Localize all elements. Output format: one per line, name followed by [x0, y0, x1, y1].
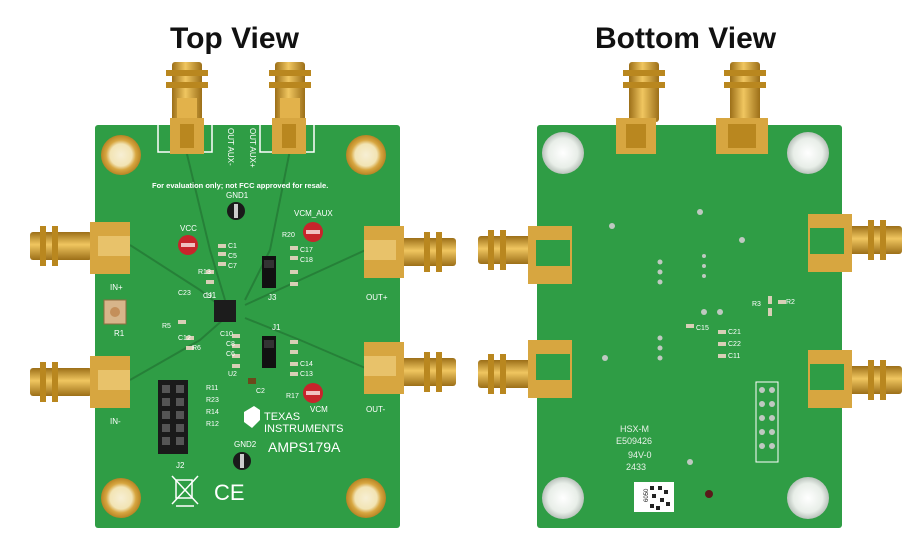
- label-c22: C22: [728, 341, 741, 348]
- bottom-view-title: Bottom View: [595, 22, 777, 55]
- label-out-aux-minus: OUT AUX-: [226, 128, 235, 166]
- label-in-minus: IN-: [110, 417, 121, 426]
- marking-date: 2433: [626, 462, 646, 472]
- bottom-sma-right-upper: [840, 220, 902, 260]
- svg-text:C9: C9: [203, 293, 212, 300]
- mounting-hole-top-left: [101, 135, 141, 175]
- svg-text:R6: R6: [192, 345, 201, 352]
- svg-text:C17: C17: [300, 247, 313, 254]
- label-in-plus: IN+: [110, 283, 123, 292]
- bottom-sma-left-upper: [478, 230, 540, 270]
- ti-logo-line2: INSTRUMENTS: [264, 423, 343, 435]
- top-view-title: Top View: [170, 22, 299, 55]
- sticker-code: 6050: [644, 488, 650, 502]
- svg-text:C8: C8: [226, 341, 235, 348]
- mounting-hole-top-right: [346, 135, 386, 175]
- vcm-test-point: [303, 383, 323, 403]
- svg-text:R23: R23: [206, 397, 219, 404]
- label-gnd1: GND1: [226, 191, 249, 200]
- label-c15: C15: [696, 325, 709, 332]
- u1-chip: [214, 300, 236, 322]
- bottom-sma-left: [623, 62, 665, 122]
- rubber-foot-top-left: [542, 132, 584, 174]
- label-j3: J3: [268, 293, 277, 302]
- label-vcm-aux: VCM_AUX: [294, 209, 333, 218]
- label-vcc: VCC: [180, 224, 197, 233]
- sma-connector-out-plus: [398, 232, 456, 272]
- top-board: OUT AUX- OUT AUX+ For evaluation only; n…: [30, 62, 456, 528]
- board-name: AMPS179A: [268, 439, 341, 455]
- svg-text:R20: R20: [282, 232, 295, 239]
- svg-text:U2: U2: [228, 371, 237, 378]
- svg-text:C10: C10: [220, 331, 233, 338]
- svg-text:C1: C1: [228, 243, 237, 250]
- svg-text:C14: C14: [300, 361, 313, 368]
- bottom-sma-left-lower: [478, 354, 540, 394]
- svg-text:C12: C12: [178, 335, 191, 342]
- label-out-aux-plus: OUT AUX+: [248, 128, 257, 168]
- svg-text:R13: R13: [198, 269, 211, 276]
- vcc-test-point: [178, 235, 198, 255]
- mounting-hole-bottom-left: [101, 478, 141, 518]
- label-j2: J2: [176, 461, 185, 470]
- svg-text:C2: C2: [256, 388, 265, 395]
- svg-text:C23: C23: [178, 290, 191, 297]
- ti-logo-line1: TEXAS: [264, 411, 300, 423]
- sma-connector-out-aux-minus: [166, 62, 208, 126]
- svg-text:C13: C13: [300, 371, 313, 378]
- bottom-sma-right: [724, 62, 766, 122]
- label-gnd2: GND2: [234, 440, 257, 449]
- label-c21: C21: [728, 329, 741, 336]
- ti-logo: TEXAS INSTRUMENTS: [244, 406, 343, 435]
- label-r1: R1: [114, 329, 125, 338]
- label-vcm: VCM: [310, 405, 328, 414]
- fcc-notice: For evaluation only; not FCC approved fo…: [152, 181, 328, 190]
- label-u1: U1: [206, 291, 217, 300]
- ce-mark: CE: [214, 480, 245, 505]
- sma-connector-out-minus: [398, 352, 456, 392]
- sma-connector-in-plus: [30, 226, 92, 266]
- marking-ul: 94V-0: [628, 450, 652, 460]
- label-r3: R3: [752, 301, 761, 308]
- svg-text:C6: C6: [226, 351, 235, 358]
- rubber-foot-bottom-right: [787, 477, 829, 519]
- bottom-board: C15 C21 C22 C11 R3 R2 HSX-M E509426 94V-…: [478, 62, 902, 528]
- svg-text:R17: R17: [286, 393, 299, 400]
- svg-text:R5: R5: [162, 323, 171, 330]
- label-out-plus: OUT+: [366, 293, 388, 302]
- sma-connector-in-minus: [30, 362, 92, 402]
- svg-text:C18: C18: [300, 257, 313, 264]
- svg-text:C7: C7: [228, 263, 237, 270]
- label-r2: R2: [786, 299, 795, 306]
- vcm-aux-test-point: [303, 222, 323, 242]
- marking-lot: E509426: [616, 436, 652, 446]
- rubber-foot-bottom-left: [542, 477, 584, 519]
- weee-icon: [171, 475, 199, 507]
- marking-hsx: HSX-M: [620, 424, 649, 434]
- svg-text:R14: R14: [206, 409, 219, 416]
- label-j1: J1: [272, 323, 281, 332]
- label-c11: C11: [728, 353, 740, 360]
- bottom-sma-right-lower: [840, 360, 902, 400]
- qr-sticker: 6050: [634, 482, 674, 512]
- label-out-minus: OUT-: [366, 405, 385, 414]
- mounting-hole-bottom-right: [346, 478, 386, 518]
- rubber-foot-top-right: [787, 132, 829, 174]
- svg-text:C5: C5: [228, 253, 237, 260]
- svg-text:R11: R11: [206, 385, 218, 392]
- sma-connector-out-aux-plus: [269, 62, 311, 126]
- svg-text:R12: R12: [206, 421, 219, 428]
